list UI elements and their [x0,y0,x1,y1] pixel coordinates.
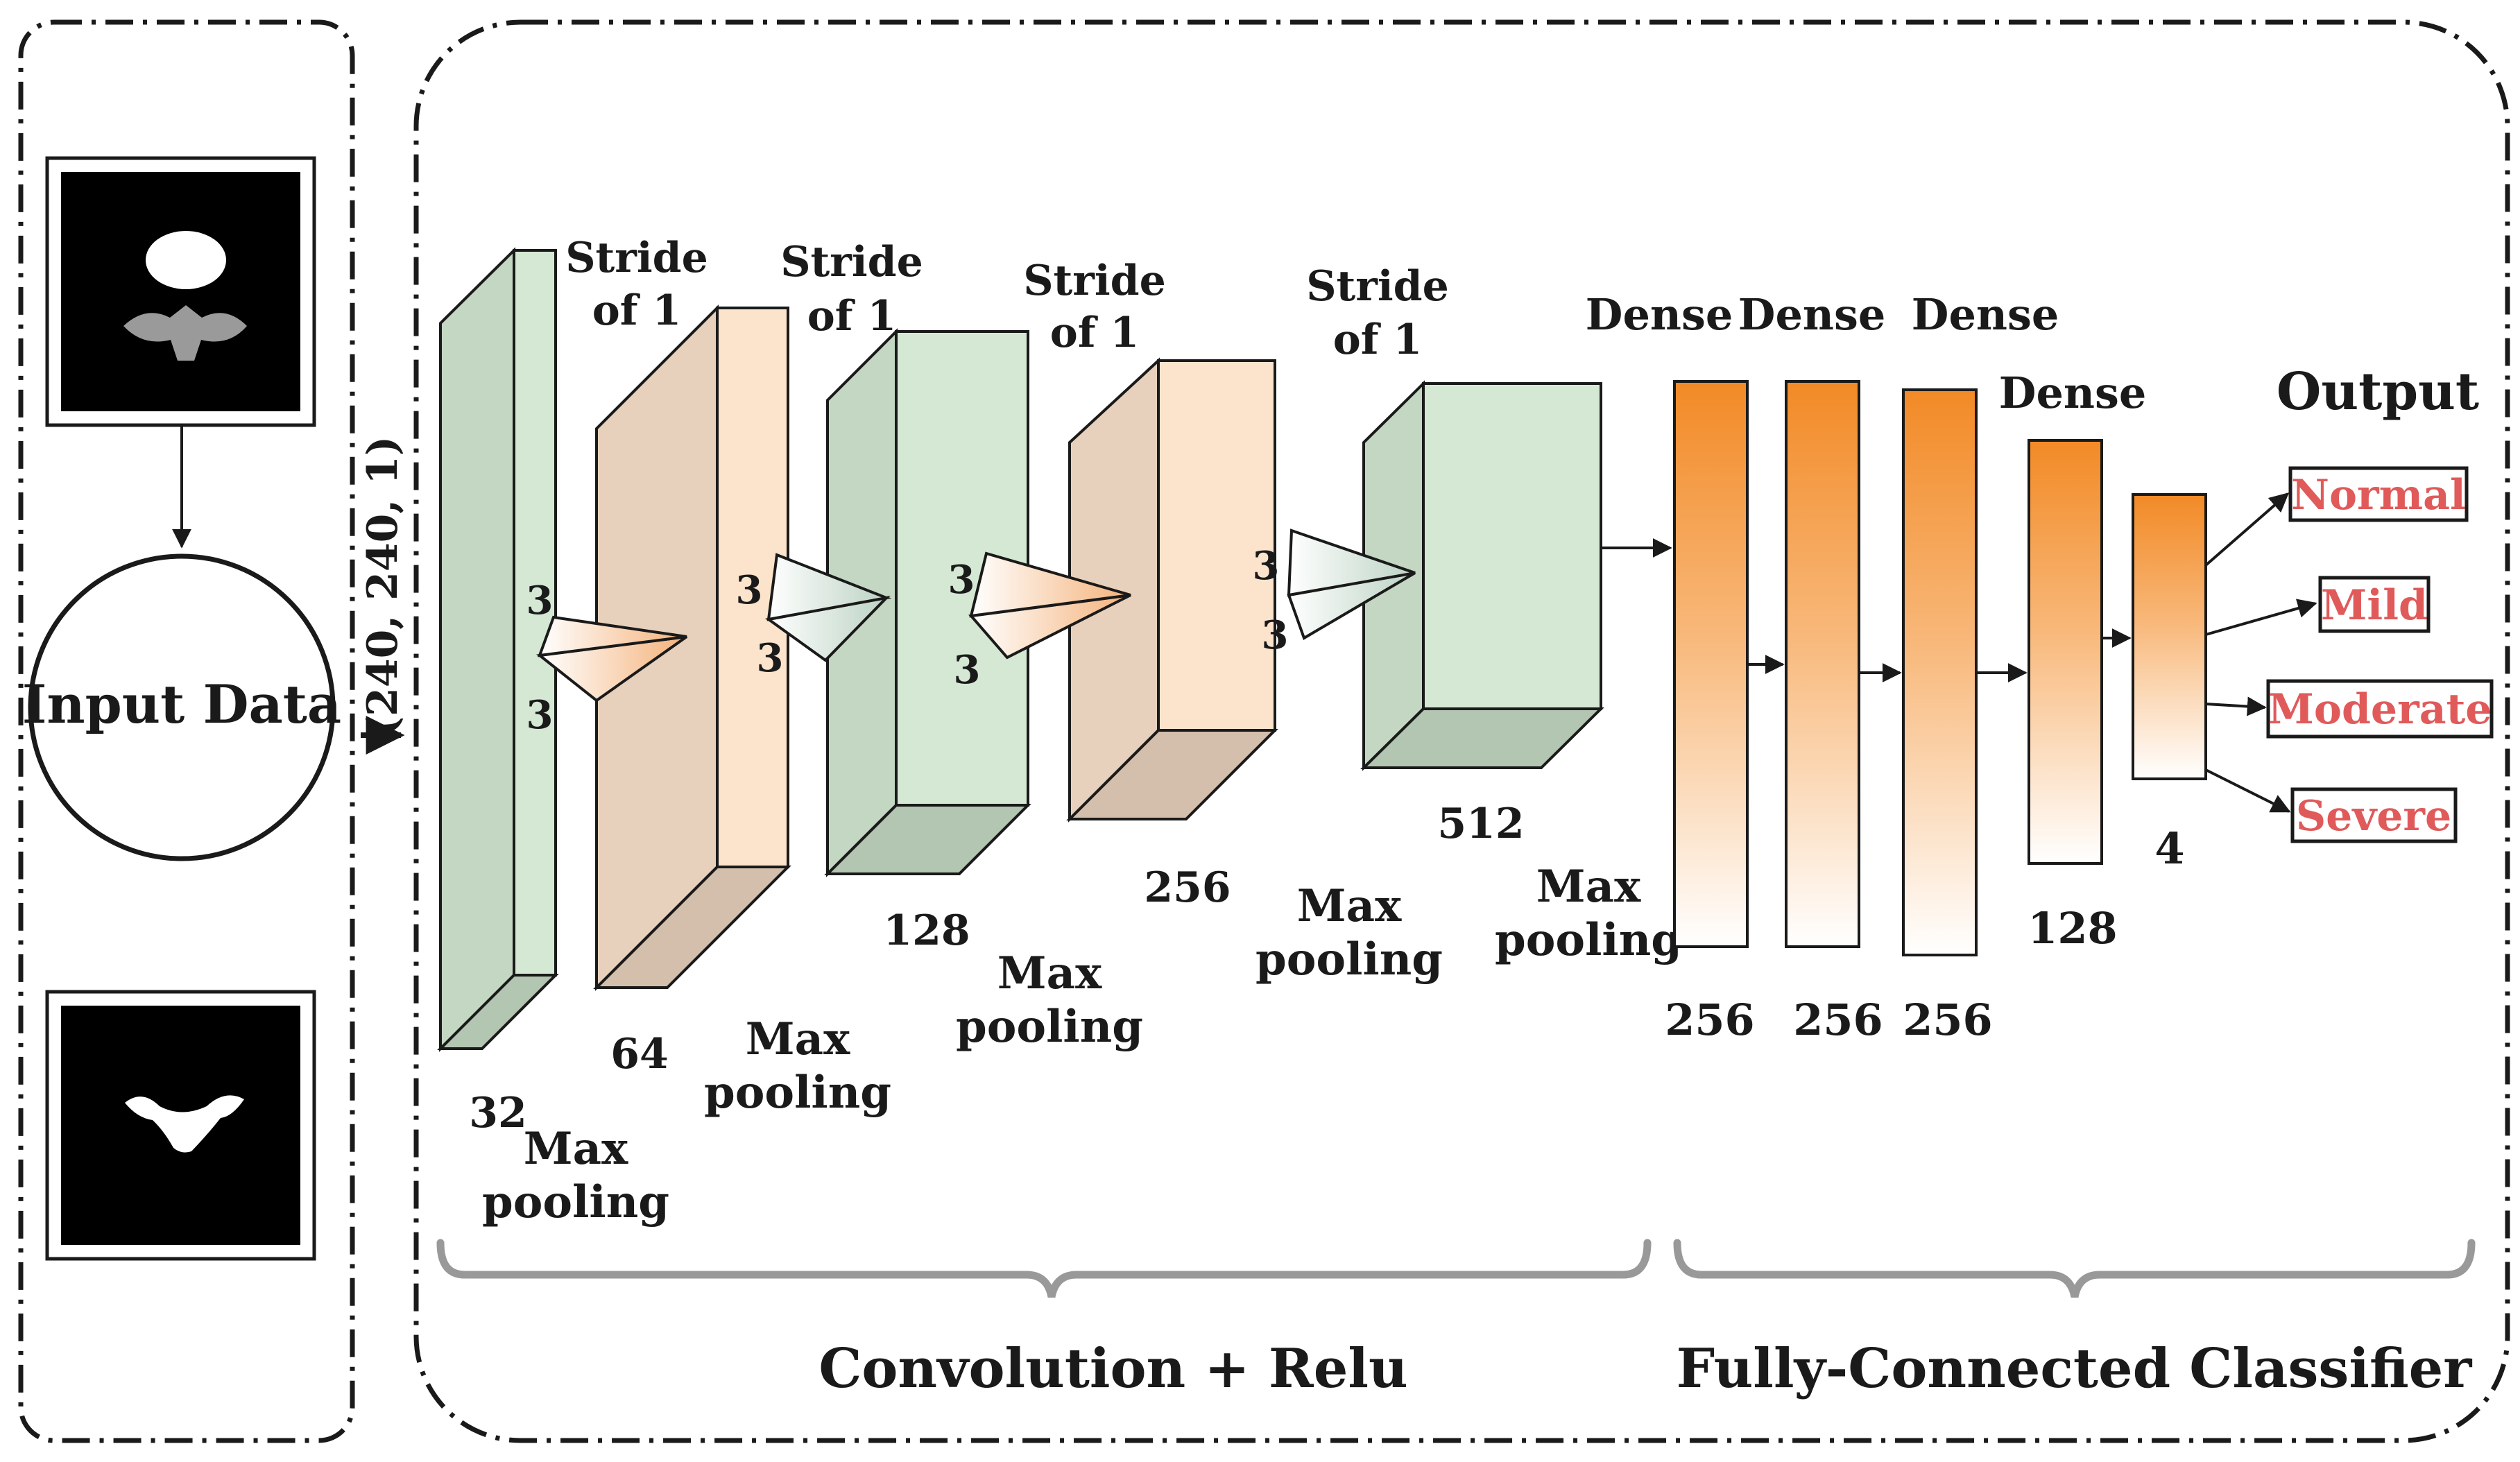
filters-32: 32 [469,1089,527,1137]
kernel-size-1a: 3 [526,578,554,624]
output-box-severe [2290,787,2458,843]
dense-units-5: 4 [2154,823,2184,874]
dense-label-2: Dense [1738,289,1886,340]
output-class-severe: Severe [2296,792,2451,841]
conv-section-brace [436,1239,1652,1298]
filters-256: 256 [1144,863,1231,912]
kernel-cone-3 [968,551,1131,660]
input-image-top [45,156,316,427]
output-box-normal [2288,466,2469,522]
kernel-cone-2 [765,553,892,662]
output-box-moderate [2266,679,2494,739]
dense-units-2: 256 [1793,995,1883,1045]
input-data-node [28,553,336,861]
output-box-mild [2318,576,2431,633]
output-arrow-severe [2205,768,2291,813]
dense-units-4: 128 [2028,903,2117,954]
conv-section-label: Convolution + Relu [818,1337,1407,1400]
input-panel-frame [18,19,355,1443]
stride-label-2b: of 1 [807,292,896,341]
kernel-size-3b: 3 [954,647,981,693]
stride-label-1a: Stride [565,234,708,282]
pool-label-4a: Max [1297,880,1402,932]
network-panel-frame [413,19,2510,1443]
kernel-cone-4 [1287,528,1416,640]
kernel-size-2a: 3 [736,567,763,613]
dense-units-3: 256 [1903,995,1992,1045]
output-title: Output [2277,362,2479,422]
kernel-size-1b: 3 [526,692,554,738]
output-arrow-moderate [2205,696,2267,716]
pool-label-2b: pooling [704,1067,891,1119]
dense-layer-3 [1902,388,1978,956]
fc-section-label: Fully-Connected Classifier [1677,1337,2473,1400]
dense-layer-5 [2132,493,2207,780]
pool-label-5a: Max [1536,861,1641,913]
pool-label-1a: Max [524,1123,628,1175]
stride-label-3b: of 1 [1050,309,1139,357]
dense-units-1: 256 [1665,995,1754,1045]
dense-layer-2 [1785,380,1860,948]
filters-512: 512 [1437,800,1524,848]
stride-label-3a: Stride [1023,257,1166,305]
filters-64: 64 [610,1030,669,1078]
pool-label-5b: pooling [1495,914,1682,966]
dense-layer-1 [1673,380,1749,948]
output-class-normal: Normal [2291,471,2466,519]
kernel-size-4a: 3 [1253,543,1280,589]
output-class-mild: Mild [2321,581,2428,630]
dense-label-4: Dense [1999,368,2147,418]
output-arrow-mild [2205,599,2317,636]
fc-section-brace [1673,1239,2476,1298]
pool-label-3b: pooling [956,1001,1143,1053]
input-image-bottom [45,990,316,1261]
kernel-size-3a: 3 [948,557,975,603]
pool-label-3a: Max [997,947,1102,999]
conv-layer-256 [1066,357,1278,823]
output-arrow-normal [2204,492,2290,567]
dense-layer-4 [2028,439,2103,865]
kernel-size-2b: 3 [757,635,784,681]
input-data-label: Input Data [22,673,341,735]
pool-label-2a: Max [746,1013,850,1065]
pool-label-1b: pooling [482,1176,669,1228]
dense-label-3: Dense [1912,289,2059,340]
kernel-cone-1 [536,615,688,703]
conv-layer-512 [1360,380,1604,771]
stride-label-2a: Stride [780,238,923,286]
output-class-moderate: Moderate [2268,685,2492,734]
kernel-size-4b: 3 [1262,612,1289,658]
dense-label-1: Dense [1586,289,1733,340]
stride-label-1b: of 1 [592,286,681,335]
stride-label-4b: of 1 [1333,316,1422,364]
input-shape-label: (240, 240, 1) [359,436,407,737]
pool-label-4b: pooling [1255,934,1443,986]
conv-layer-32 [437,247,559,1052]
stride-label-4a: Stride [1306,262,1449,311]
filters-128: 128 [883,906,970,955]
